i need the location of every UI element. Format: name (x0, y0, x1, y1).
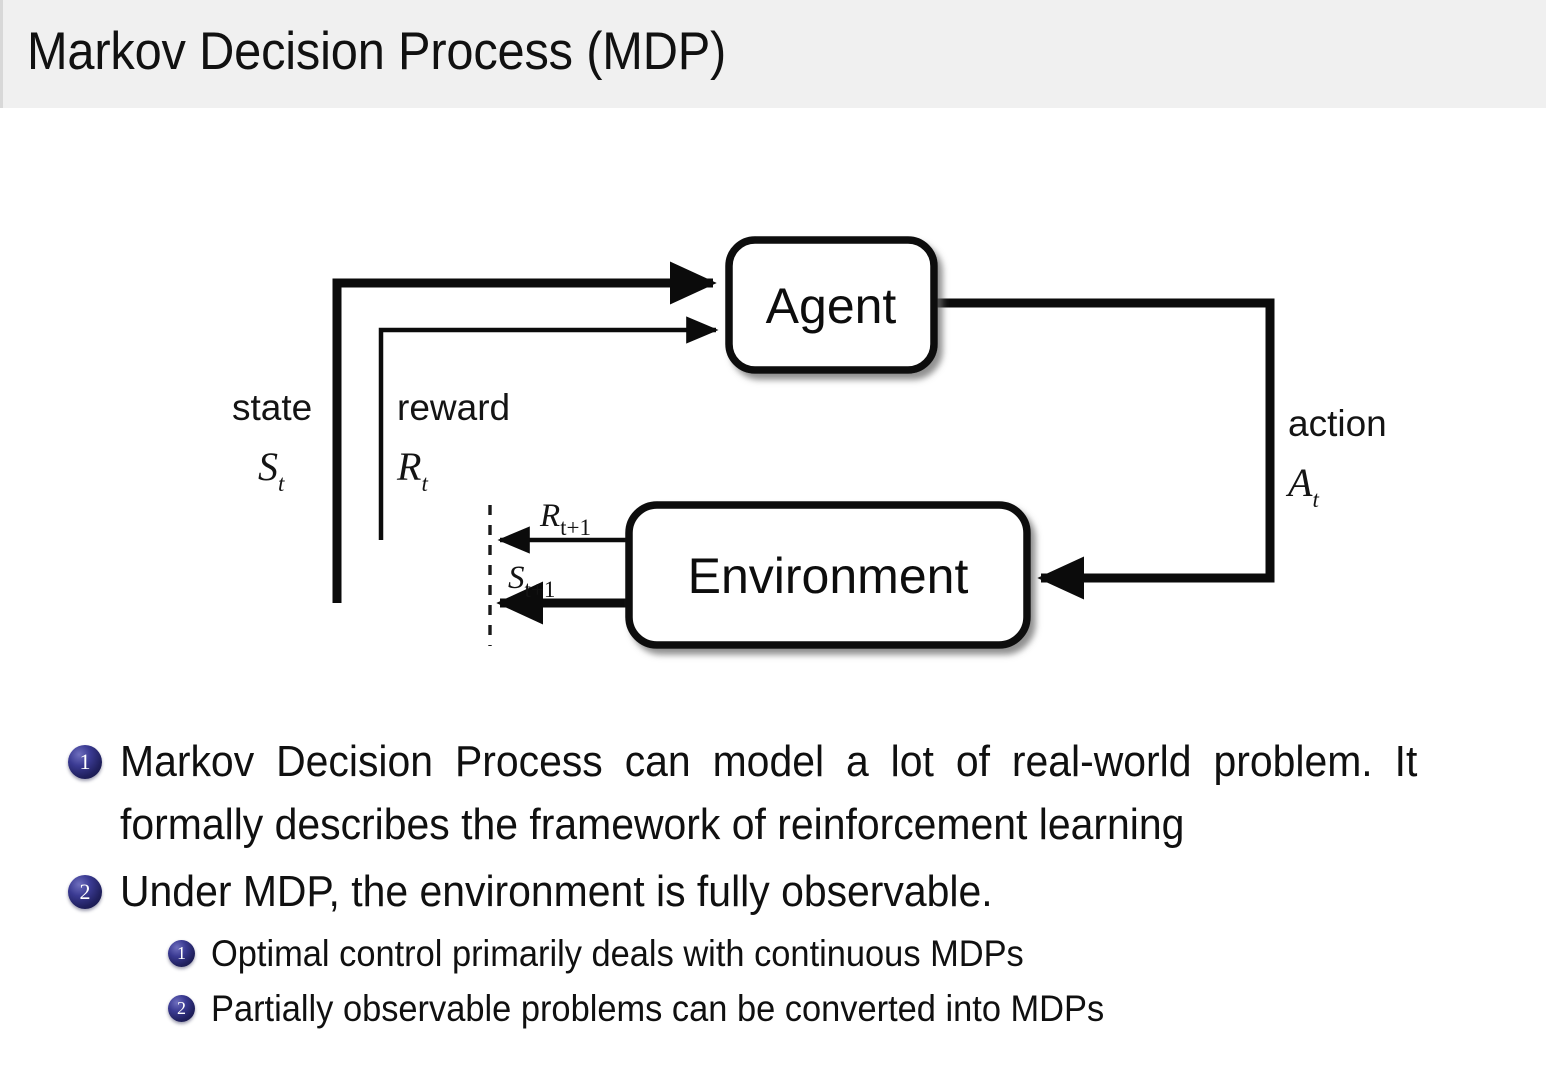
svg-text:At: At (1285, 460, 1319, 512)
label-action: action At (1285, 403, 1387, 512)
label-state-word: state (232, 387, 312, 428)
label-next-state-symbol: S (508, 560, 525, 596)
edge-reward-to-agent (378, 316, 719, 540)
sub-bullet-marker-1: 1 (168, 940, 195, 967)
label-reward-symbol: R (396, 444, 421, 489)
label-next-state-subscript: t+1 (525, 577, 556, 602)
svg-text:Rt+1: Rt+1 (539, 498, 591, 540)
label-next-reward-symbol: R (539, 498, 560, 534)
bullet-text-2: Under MDP, the environment is fully obse… (120, 867, 993, 916)
bullet-list: 1 Markov Decision Process can model a lo… (0, 730, 1546, 1037)
node-environment: Environment (625, 501, 1031, 649)
node-agent: Agent (725, 236, 938, 374)
svg-text:St: St (258, 444, 285, 496)
list-item: 2 Partially observable problems can be c… (0, 982, 1546, 1035)
label-state-symbol-subscript: t (278, 471, 285, 496)
label-reward: reward Rt (396, 387, 510, 496)
label-reward-symbol-subscript: t (421, 471, 428, 496)
node-environment-label: Environment (688, 548, 969, 604)
label-action-symbol: A (1285, 460, 1313, 505)
list-item: 1 Markov Decision Process can model a lo… (0, 730, 1546, 856)
header-left-rule (0, 0, 3, 108)
list-item: 2 Under MDP, the environment is fully ob… (0, 860, 1546, 923)
label-action-symbol-subscript: t (1312, 487, 1319, 512)
edge-action-to-environment (933, 298, 1275, 600)
list-item: 1 Optimal control primarily deals with c… (0, 927, 1546, 980)
mdp-agent-environment-diagram: Agent Environment state St reward Rt (0, 108, 1546, 708)
label-next-state: St+1 (508, 560, 555, 602)
edge-state-to-agent (332, 261, 717, 603)
bullet-marker-1: 1 (68, 745, 102, 779)
label-reward-word: reward (397, 387, 510, 428)
page-title: Markov Decision Process (MDP) (27, 22, 727, 81)
sub-bullet-marker-2: 2 (168, 995, 195, 1022)
sub-bullet-text-2: Partially observable problems can be con… (211, 988, 1105, 1029)
node-agent-label: Agent (766, 278, 897, 334)
svg-text:Rt: Rt (396, 444, 428, 496)
slide-header-bar: Markov Decision Process (MDP) (0, 0, 1546, 108)
label-state-symbol: S (258, 444, 278, 489)
label-next-reward: Rt+1 (539, 498, 591, 540)
label-state: state St (232, 387, 312, 496)
label-action-word: action (1288, 403, 1387, 444)
bullet-marker-2: 2 (68, 875, 102, 909)
bullet-text-1: Markov Decision Process can model a lot … (120, 737, 1418, 849)
sub-bullet-text-1: Optimal control primarily deals with con… (211, 933, 1024, 974)
svg-text:St+1: St+1 (508, 560, 555, 602)
label-next-reward-subscript: t+1 (560, 515, 591, 540)
